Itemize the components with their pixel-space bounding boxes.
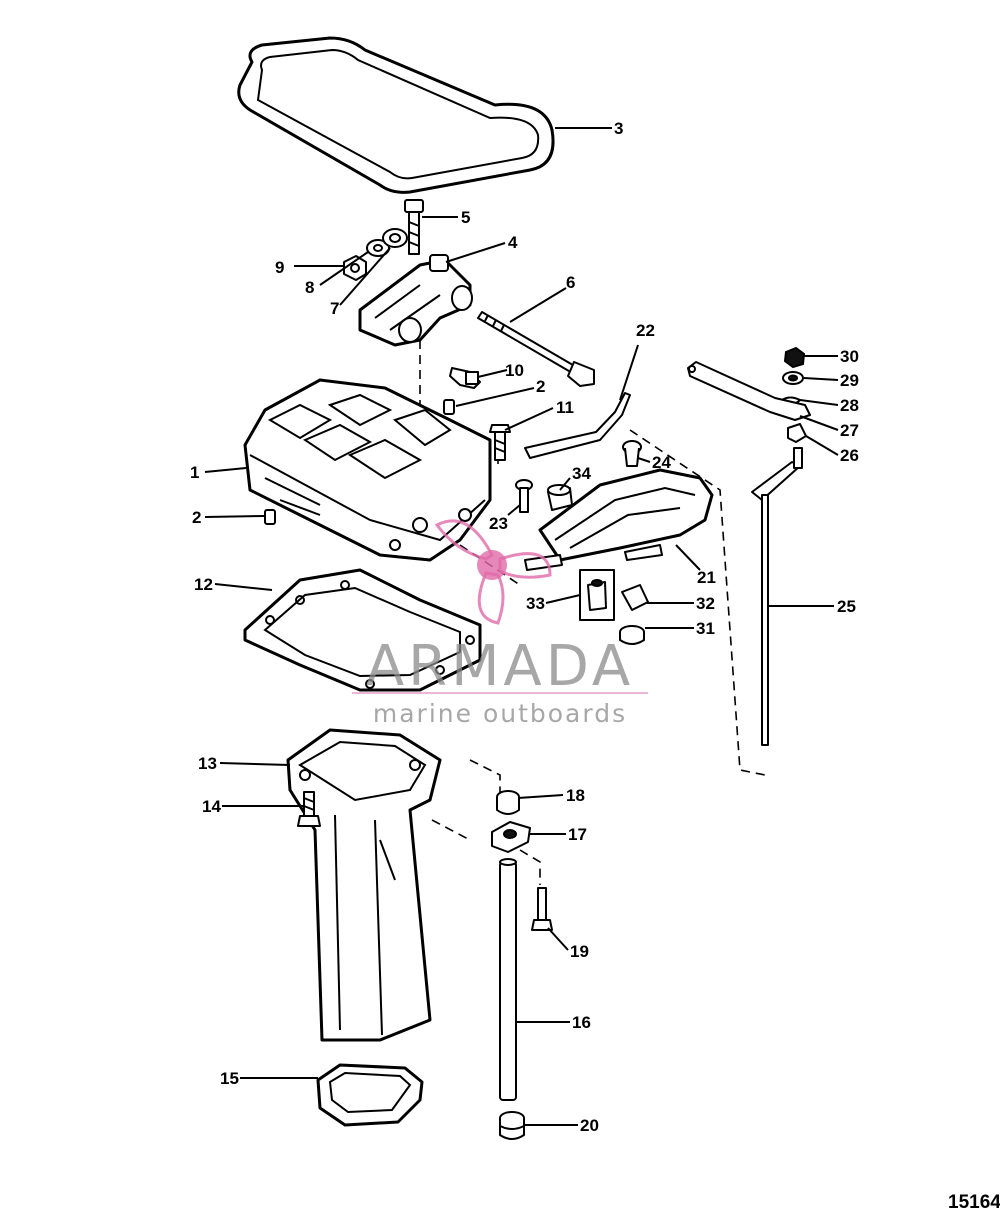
part-26-pivot	[787, 423, 807, 443]
callout-24: 24	[652, 453, 671, 472]
part-9-nut	[343, 255, 367, 281]
drawing-number: 15164	[948, 1192, 1000, 1213]
part-24-bushing	[622, 440, 642, 467]
callout-15: 15	[220, 1069, 239, 1088]
part-5-bolt	[404, 199, 424, 255]
part-4-bracket	[358, 254, 473, 347]
part-20-grommet	[499, 1111, 525, 1140]
part-6-long-bolt	[477, 311, 595, 387]
callout-2a: 2	[536, 377, 545, 396]
callout-4: 4	[508, 233, 518, 252]
callout-25: 25	[837, 597, 856, 616]
part-21-guard	[524, 468, 714, 571]
callout-6: 6	[566, 273, 575, 292]
part-31-grommet	[619, 625, 645, 645]
part-29-washer	[782, 371, 804, 385]
callout-3: 3	[614, 119, 623, 138]
part-1-adaptor-plate	[243, 378, 492, 562]
callout-1: 1	[190, 463, 199, 482]
callout-31: 31	[696, 619, 715, 638]
part-15-seal	[316, 1063, 424, 1127]
part-16-tube	[499, 858, 517, 1101]
part-17-guide	[491, 821, 531, 853]
part-25-shift-rod	[751, 447, 803, 746]
part-22-strap	[524, 392, 631, 459]
part-3-seal	[237, 36, 555, 194]
part-11-bolt	[489, 424, 511, 461]
callout-9: 9	[275, 258, 284, 277]
callout-10: 10	[505, 361, 524, 380]
callout-27: 27	[840, 421, 859, 440]
part-2-dowel-upper	[443, 399, 455, 415]
callout-8: 8	[305, 278, 314, 297]
callout-23: 23	[489, 514, 508, 533]
callout-21: 21	[697, 568, 716, 587]
callout-32: 32	[696, 594, 715, 613]
part-13-driveshaft-housing	[286, 728, 442, 1042]
callout-7: 7	[330, 299, 339, 318]
part-8-washer	[366, 239, 390, 257]
part-2-dowel-lower	[264, 509, 276, 525]
watermark-tagline: marine outboards	[373, 699, 627, 728]
part-19-screw	[531, 887, 553, 931]
part-12-gasket	[243, 568, 482, 692]
callout-17: 17	[568, 825, 587, 844]
part-33-kit	[579, 569, 615, 621]
callout-14: 14	[202, 797, 221, 816]
part-10-fitting	[449, 367, 481, 389]
part-14-bolt	[297, 791, 321, 827]
callout-20: 20	[580, 1116, 599, 1135]
callout-11: 11	[556, 398, 574, 417]
callout-5: 5	[461, 208, 470, 227]
watermark-brand: ARMADA	[366, 634, 634, 699]
propeller-logo-icon	[434, 519, 552, 625]
part-27-link-arm	[687, 361, 811, 421]
part-32-retainer	[621, 584, 649, 611]
watermark: ARMADA marine outboards	[352, 519, 648, 728]
callout-22: 22	[636, 321, 655, 340]
part-23-screw	[515, 479, 533, 513]
callout-18: 18	[566, 786, 585, 805]
callout-2b: 2	[192, 508, 201, 527]
callout-28: 28	[840, 396, 859, 415]
part-18-grommet	[496, 790, 520, 815]
callout-33: 33	[526, 594, 545, 613]
leader-lines	[204, 127, 839, 1126]
callout-13: 13	[198, 754, 217, 773]
callout-30: 30	[840, 347, 859, 366]
callout-29: 29	[840, 371, 859, 390]
part-34-cap	[547, 484, 573, 511]
callout-26: 26	[840, 446, 859, 465]
callout-16: 16	[572, 1013, 591, 1032]
part-30-nut	[783, 346, 806, 369]
callout-34: 34	[572, 464, 591, 483]
callout-19: 19	[570, 942, 589, 961]
callout-labels: 3 5 4 9 87 6 22 10 2 11 30 29 28 27 26 1 24 34 23 2 21 12 33 32…	[190, 119, 859, 1135]
part-7-washer	[382, 228, 408, 248]
callout-12: 12	[194, 575, 213, 594]
